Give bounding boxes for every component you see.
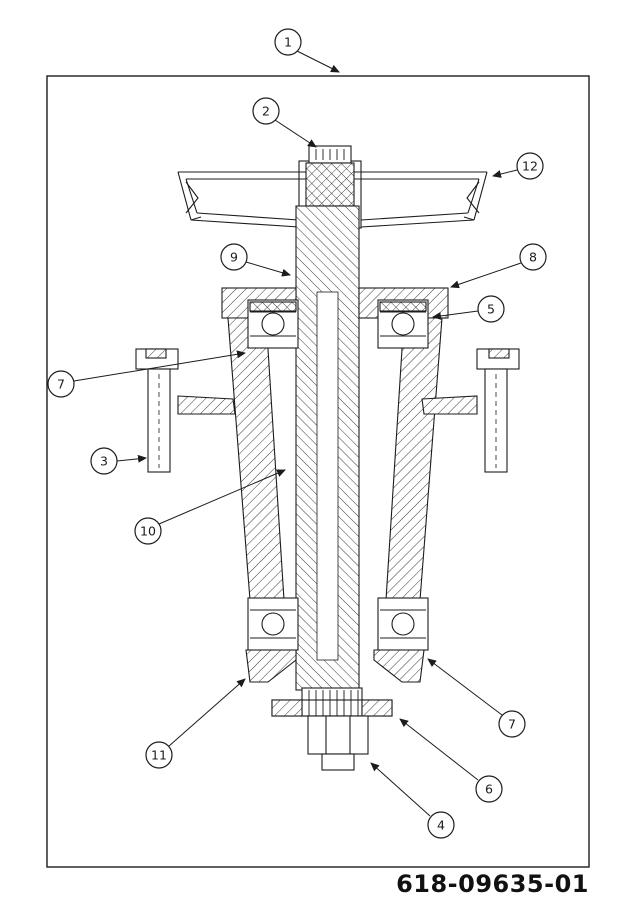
spline-washer: [271, 687, 393, 717]
callout-label: 8: [529, 250, 537, 265]
callout-8: 8: [450, 243, 547, 289]
bearing-ball: [261, 312, 285, 336]
housing-arm-right: [421, 395, 478, 415]
spline-teeth: [308, 690, 359, 716]
callout-label: 1: [284, 35, 292, 50]
bearing-ball: [261, 612, 285, 636]
left-mounting-ear: [135, 348, 179, 473]
hex-nut: [307, 715, 369, 771]
callout-1: 1: [274, 28, 340, 73]
bearing-top-right: [377, 299, 429, 349]
callout-10: 10: [134, 469, 286, 545]
thread-crest-lines: [315, 149, 345, 160]
callout-label: 3: [100, 454, 108, 469]
callout-label: 6: [485, 782, 493, 797]
bearing-bottom-left: [247, 597, 299, 651]
bearing-bottom-right: [377, 597, 429, 651]
callout-3: 3: [90, 447, 147, 475]
callout-label: 9: [230, 250, 238, 265]
threaded-section: [305, 162, 355, 207]
callout-6: 6: [399, 718, 503, 803]
callout-11: 11: [145, 678, 246, 769]
shaft-stub: [321, 753, 355, 771]
callout-4: 4: [370, 762, 455, 839]
bearing-top-left: [247, 299, 299, 349]
callout-label: 7: [508, 717, 516, 732]
part-number: 618-09635-01: [396, 870, 589, 898]
spindle-shaft: [295, 145, 360, 691]
callout-label: 11: [151, 748, 167, 763]
callout-label: 5: [487, 302, 495, 317]
callout-label: 10: [140, 524, 156, 539]
callout-label: 12: [522, 159, 538, 174]
callout-9: 9: [220, 243, 291, 277]
callout-label: 4: [437, 818, 445, 833]
callout-12: 12: [492, 152, 544, 180]
callout-label: 2: [262, 104, 270, 119]
shaft-center-bore: [316, 291, 339, 661]
bearing-ball: [391, 312, 415, 336]
callout-7-right: 7: [427, 658, 526, 738]
callout-5: 5: [432, 295, 505, 323]
bearing-seal: [379, 301, 427, 312]
callout-label: 7: [57, 377, 65, 392]
bearing-ball: [391, 612, 415, 636]
callout-2: 2: [252, 97, 317, 148]
callout-7-left: 7: [47, 350, 246, 398]
right-mounting-ear: [476, 348, 520, 473]
bearing-seal: [249, 301, 297, 312]
housing-arm-left: [177, 395, 236, 415]
